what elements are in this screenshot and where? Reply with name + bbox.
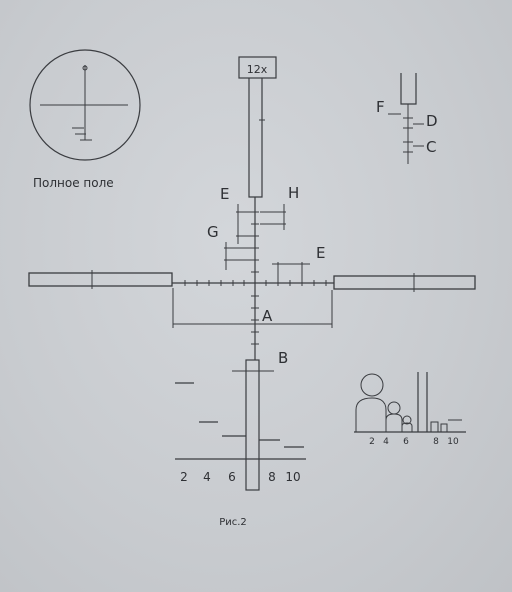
label-e-right: E — [316, 244, 325, 262]
horizontal-crosshair — [172, 280, 334, 286]
scale-label: 8 — [268, 470, 276, 484]
full-field-circle — [29, 49, 141, 161]
label-g: G — [207, 223, 219, 241]
dimension-b: B — [232, 349, 288, 372]
scale-label: 6 — [228, 470, 236, 484]
label-c: C — [426, 138, 436, 156]
dimension-h: H — [260, 184, 299, 230]
dimension-e-right: E — [272, 244, 325, 280]
bottom-post — [245, 359, 260, 491]
vertical-crosshair — [251, 197, 259, 360]
full-field-view: Полное поле — [29, 49, 141, 190]
bottom-post-outline — [245, 359, 260, 491]
silhouette-body — [355, 397, 387, 432]
detail-fdc: F D C — [376, 73, 438, 164]
inset-scale-label: 8 — [433, 437, 439, 447]
right-post — [333, 275, 476, 290]
top-post-outline — [248, 78, 263, 198]
magnification-indicator: 12x — [238, 56, 277, 79]
silhouette-head-small — [387, 401, 401, 415]
label-a: A — [262, 307, 273, 325]
scale-label: 2 — [180, 470, 188, 484]
silhouette-head-tiny — [402, 415, 412, 425]
full-field-caption: Полное поле — [33, 176, 114, 190]
detail-post — [400, 73, 417, 105]
magnification-box — [238, 56, 277, 79]
scale-label: 10 — [285, 470, 300, 484]
inset-scale-label: 6 — [403, 437, 409, 447]
silhouette-body-tiny — [401, 422, 413, 432]
dimension-a: A — [172, 288, 333, 328]
label-b: B — [278, 349, 288, 367]
top-post — [248, 78, 265, 198]
side-posts — [28, 270, 476, 292]
full-field-top-mark — [82, 65, 88, 71]
dimension-e-top: E — [220, 185, 252, 244]
inset-scale-label: 4 — [383, 437, 389, 447]
label-h: H — [288, 184, 299, 202]
label-d: D — [426, 112, 438, 130]
dimension-g: G — [207, 223, 252, 270]
inset-scale-label: 2 — [369, 437, 375, 447]
label-f: F — [376, 98, 385, 116]
rangefinder-inset: 2 4 6 8 10 — [354, 372, 466, 447]
silhouette-head — [360, 373, 384, 397]
left-post — [28, 272, 173, 287]
magnification-label: 12x — [247, 63, 268, 76]
rangefinder-scale: 2 4 6 8 10 — [180, 470, 300, 484]
silhouette-body-small — [385, 413, 403, 432]
inset-scale-label: 10 — [447, 437, 459, 447]
inset-small-figure — [440, 423, 448, 433]
scale-label: 4 — [203, 470, 211, 484]
inset-small-figure — [430, 421, 439, 433]
figure-caption: Рис.2 — [219, 517, 247, 528]
rangefinder-marks — [175, 382, 306, 460]
label-e-top: E — [220, 185, 229, 203]
